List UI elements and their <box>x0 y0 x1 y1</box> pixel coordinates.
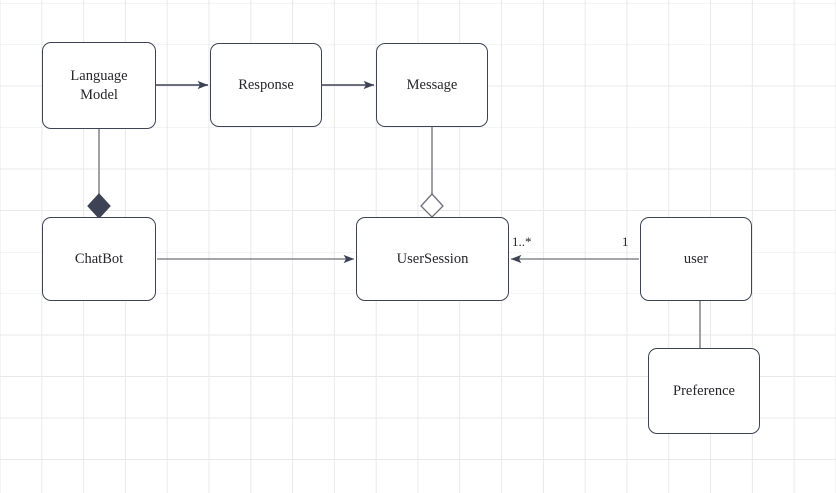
node-response[interactable]: Response <box>210 43 322 127</box>
hollow-diamond-marker <box>420 193 444 218</box>
node-message-label: Message <box>406 76 458 93</box>
multiplicity-label-usersession: 1..* <box>512 234 532 249</box>
node-preference-label: Preference <box>673 382 735 399</box>
node-message[interactable]: Message <box>376 43 488 127</box>
node-preference[interactable]: Preference <box>648 348 760 434</box>
node-language-model[interactable]: Language Model <box>42 42 156 129</box>
edge-language-model-to-chatbot <box>87 129 111 219</box>
node-language-model-label: Language Model <box>70 68 128 103</box>
node-user-label: user <box>683 250 709 267</box>
node-chatbot[interactable]: ChatBot <box>42 217 156 301</box>
edge-message-to-usersession <box>420 127 444 218</box>
node-response-label: Response <box>238 76 294 93</box>
node-user[interactable]: user <box>640 217 752 301</box>
filled-diamond-marker <box>87 193 111 219</box>
node-chatbot-label: ChatBot <box>74 250 124 267</box>
multiplicity-label-user: 1 <box>622 234 629 249</box>
node-usersession[interactable]: UserSession <box>356 217 509 301</box>
node-usersession-label: UserSession <box>396 250 469 267</box>
